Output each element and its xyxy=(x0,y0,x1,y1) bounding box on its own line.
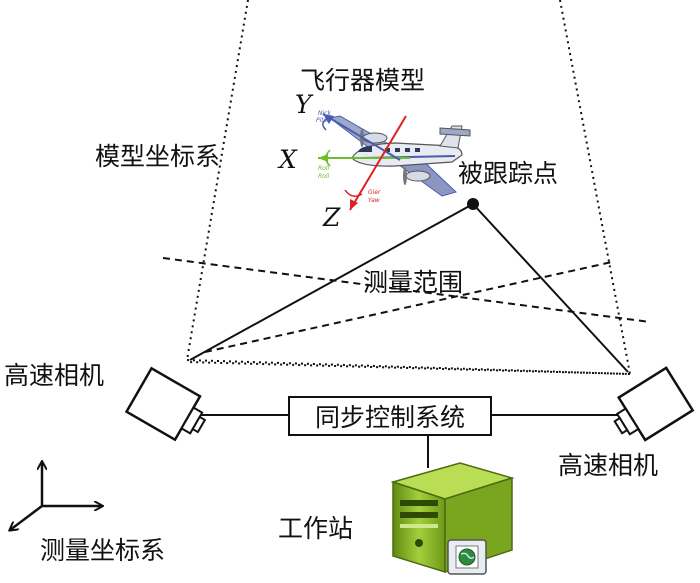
sync-control-system-label: 同步控制系统 xyxy=(314,403,465,432)
z-axis-arrowhead xyxy=(350,199,358,210)
sync-control-system-box: 同步控制系统 xyxy=(288,396,492,436)
left-camera-view-line-1 xyxy=(186,0,249,361)
model-axes xyxy=(318,113,410,211)
measurement-coordinate-system-label: 测量坐标系 xyxy=(40,536,166,565)
tracked-point-label: 被跟踪点 xyxy=(458,159,559,188)
range-line-descending xyxy=(162,257,651,323)
tracked-point-dot xyxy=(467,198,479,210)
workstation-icon xyxy=(390,462,515,575)
yaw-label-1: Gier xyxy=(368,189,381,196)
z-axis-label: Z xyxy=(323,203,341,232)
measurement-range-label: 测量范围 xyxy=(363,268,464,297)
globe-icon xyxy=(458,548,476,566)
z-axis-line xyxy=(349,115,407,211)
pitch-label-1: Nick xyxy=(318,110,331,117)
right-camera-label: 高速相机 xyxy=(558,451,659,480)
left-camera-icon xyxy=(124,366,207,442)
camera-view-lines xyxy=(186,0,631,375)
pitch-label-2: Pitch xyxy=(316,117,331,124)
y-axis-label: Y xyxy=(295,90,312,119)
sync-connections xyxy=(190,414,620,468)
roll-arc xyxy=(325,149,331,167)
model-coordinate-system-label: 模型坐标系 xyxy=(95,142,221,171)
left-camera-view-line-2 xyxy=(186,359,631,375)
tracking-lines xyxy=(189,203,629,373)
measurement-axes-icon xyxy=(10,462,102,530)
pitch-arc xyxy=(322,117,331,131)
workstation-label: 工作站 xyxy=(278,514,354,543)
roll-label-2: Roll xyxy=(318,173,330,180)
left-tracking-line xyxy=(189,203,474,361)
aircraft-model-label: 飞行器模型 xyxy=(300,66,426,95)
y-axis-line xyxy=(322,113,401,161)
right-camera-view-line-2 xyxy=(186,361,631,375)
right-camera-icon xyxy=(613,366,695,442)
yaw-label-2: Yaw xyxy=(368,197,380,204)
roll-label-1: Roll xyxy=(318,165,330,172)
right-tracking-line xyxy=(472,203,629,373)
range-line-ascending xyxy=(204,261,613,353)
x-axis-label: X xyxy=(279,145,297,174)
yaw-arc xyxy=(344,189,363,197)
left-camera-label: 高速相机 xyxy=(4,361,105,390)
measurement-range-lines xyxy=(162,257,651,353)
